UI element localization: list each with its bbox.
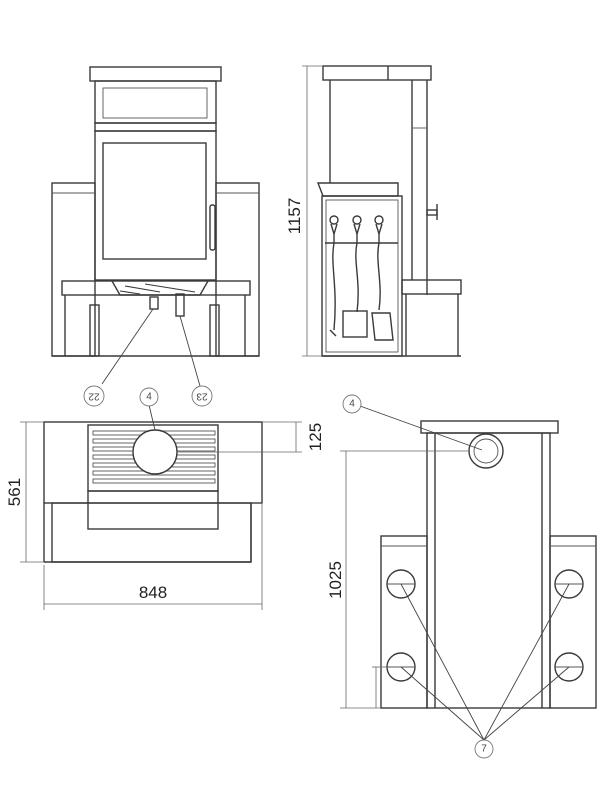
part-22 <box>149 296 159 310</box>
side-hearth <box>401 279 462 295</box>
front-side-panel-right <box>215 182 260 357</box>
front-view <box>51 66 260 357</box>
front-top-cap <box>89 66 222 82</box>
callout-4-top-circle <box>139 387 159 407</box>
front-top-chamber <box>94 80 217 124</box>
rear-side-panel-right <box>549 535 597 709</box>
top-flue-collar <box>132 429 178 475</box>
top-view: 848 561 125 <box>5 421 325 610</box>
air-intakes <box>386 569 584 682</box>
callout-7-circle <box>474 739 494 759</box>
callout-22-label: 22 <box>88 391 100 402</box>
side-view: 1157 <box>285 65 462 357</box>
callout-7-label: 7 <box>481 744 487 755</box>
side-handle <box>426 209 438 216</box>
rear-view: 1025 <box>326 420 597 709</box>
fireplace-tools <box>329 215 394 341</box>
flue-height-dimension-label: 1025 <box>326 561 345 599</box>
door-handle <box>209 204 216 251</box>
callout-4-rear-label: 4 <box>349 399 355 410</box>
rear-side-panel-left <box>380 535 428 709</box>
callout-23-circle <box>191 385 213 407</box>
grille <box>87 424 219 492</box>
front-hearth <box>61 280 251 296</box>
callouts: 22 23 4 4 7 <box>83 308 570 759</box>
height-dimension-label: 1157 <box>285 198 304 235</box>
front-door-glass <box>102 142 207 260</box>
width-dimension-label: 848 <box>139 583 167 602</box>
callout-4-top-label: 4 <box>146 392 152 403</box>
callout-23-label: 23 <box>196 391 208 402</box>
part-23 <box>175 293 185 317</box>
front-side-panel-left <box>51 182 96 357</box>
callout-4-rear-circle <box>342 394 362 414</box>
side-top-cap <box>322 65 432 81</box>
front-body <box>94 130 217 281</box>
depth-dimension-label: 561 <box>5 478 24 506</box>
rear-top-cap <box>420 420 559 434</box>
callout-22-circle <box>83 385 105 407</box>
flue-offset-dimension-label: 125 <box>306 423 325 451</box>
top-hearth <box>87 490 219 530</box>
